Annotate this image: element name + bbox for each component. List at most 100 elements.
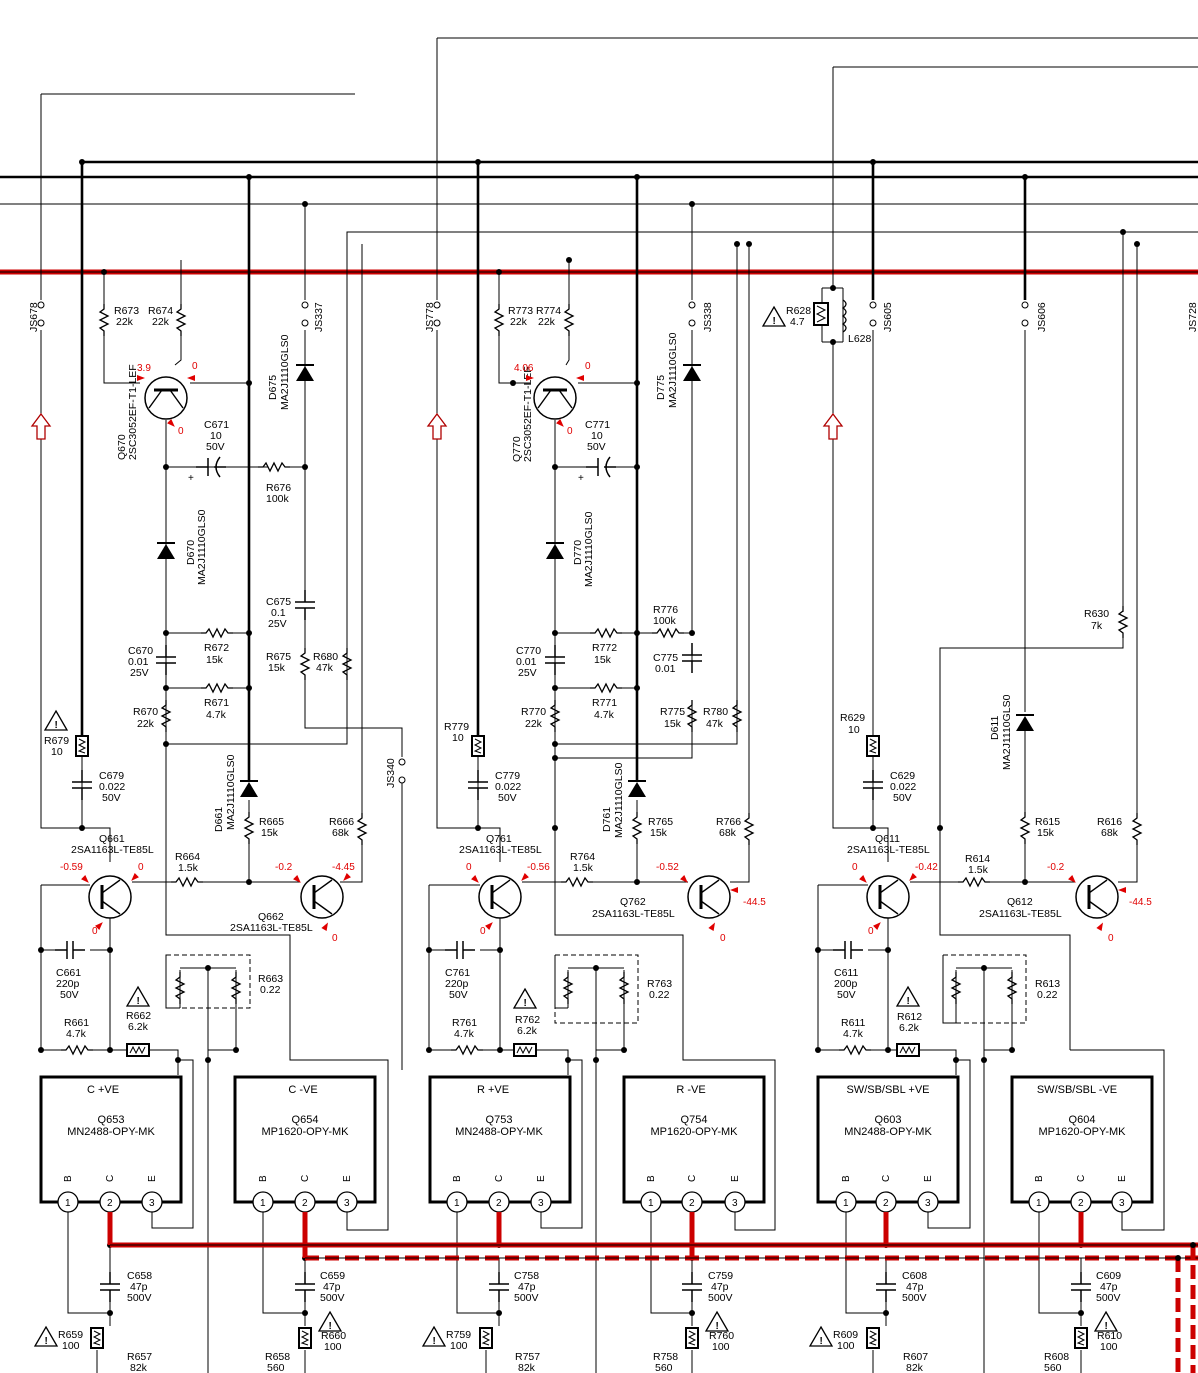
svg-text:R613: R613 (1035, 978, 1060, 990)
svg-text:15k: 15k (650, 827, 668, 839)
svg-text:3: 3 (732, 1198, 738, 1209)
svg-text:0: 0 (1108, 933, 1114, 944)
svg-text:R776: R776 (653, 604, 678, 616)
jumper-js606: JS606 (1021, 301, 1048, 332)
svg-text:47k: 47k (706, 718, 724, 730)
svg-text:50V: 50V (60, 989, 79, 1001)
svg-text:0.22: 0.22 (649, 989, 670, 1001)
svg-text:R629: R629 (840, 712, 865, 724)
svg-text:0.01: 0.01 (516, 656, 537, 668)
svg-text:C: C (105, 1175, 116, 1182)
svg-text:22k: 22k (510, 316, 528, 328)
svg-text:MN2488-OPY-MK: MN2488-OPY-MK (67, 1126, 155, 1138)
svg-text:2: 2 (883, 1198, 889, 1209)
svg-text:Q753: Q753 (486, 1114, 513, 1126)
svg-text:0: 0 (868, 926, 874, 937)
svg-text:22k: 22k (116, 316, 134, 328)
svg-text:C761: C761 (445, 967, 470, 979)
svg-text:R664: R664 (175, 851, 200, 863)
svg-text:100: 100 (837, 1340, 855, 1352)
svg-text:15k: 15k (1037, 827, 1055, 839)
svg-text:10: 10 (591, 430, 603, 442)
svg-text:2: 2 (496, 1198, 502, 1209)
svg-text:2SC3052EF-T1-LEF: 2SC3052EF-T1-LEF (127, 364, 139, 460)
svg-text:2SA1163L-TE85L: 2SA1163L-TE85L (459, 844, 542, 856)
svg-text:R672: R672 (204, 642, 229, 654)
svg-text:R771: R771 (592, 697, 617, 709)
svg-text:200p: 200p (834, 978, 858, 990)
svg-text:MN2488-OPY-MK: MN2488-OPY-MK (844, 1126, 932, 1138)
svg-text:Q603: Q603 (875, 1114, 902, 1126)
transistor-q670: Q670 2SC3052EF-T1-LEF 3.9 0 0 (116, 361, 198, 460)
svg-text:E: E (923, 1175, 934, 1182)
svg-text:C: C (300, 1175, 311, 1182)
svg-text:68k: 68k (1101, 827, 1119, 839)
svg-text:22k: 22k (525, 718, 543, 730)
svg-text:47p: 47p (906, 1281, 924, 1293)
svg-text:2SC3052EF-T1-LEF: 2SC3052EF-T1-LEF (522, 366, 534, 462)
module-q753: R +VE Q753 MN2488-OPY-MK (428, 1075, 572, 1204)
svg-text:50V: 50V (837, 989, 856, 1001)
svg-text:R761: R761 (452, 1017, 477, 1029)
svg-text:2SA1163L-TE85L: 2SA1163L-TE85L (979, 908, 1062, 920)
svg-text:Q670: Q670 (116, 434, 128, 460)
svg-text:100: 100 (712, 1341, 730, 1353)
svg-text:E: E (1117, 1175, 1128, 1182)
svg-text:10: 10 (848, 724, 860, 736)
svg-text:R762: R762 (515, 1014, 540, 1026)
svg-text:4.7k: 4.7k (66, 1028, 87, 1040)
svg-text:B: B (258, 1175, 269, 1182)
svg-text:0: 0 (332, 933, 338, 944)
svg-text:C608: C608 (902, 1270, 927, 1282)
svg-text:10: 10 (51, 746, 63, 758)
svg-text:R609: R609 (833, 1329, 858, 1341)
jumper-js605: JS605 (869, 301, 894, 332)
svg-text:500V: 500V (320, 1292, 345, 1304)
svg-text:Q611: Q611 (875, 833, 900, 845)
svg-text:C770: C770 (516, 645, 541, 657)
svg-text:D775: D775 (655, 375, 667, 400)
svg-text:7k: 7k (1091, 620, 1103, 632)
svg-text:R663: R663 (258, 973, 283, 985)
svg-text:1: 1 (843, 1198, 849, 1209)
svg-text:3: 3 (1119, 1198, 1125, 1209)
svg-text:2: 2 (107, 1198, 113, 1209)
svg-text:C759: C759 (708, 1270, 733, 1282)
svg-text:2SA1163L-TE85L: 2SA1163L-TE85L (592, 908, 675, 920)
svg-text:22k: 22k (137, 718, 155, 730)
svg-text:R773: R773 (508, 305, 533, 317)
svg-text:47k: 47k (316, 662, 334, 674)
svg-text:82k: 82k (130, 1362, 148, 1373)
svg-text:560: 560 (655, 1362, 673, 1373)
svg-text:R676: R676 (266, 482, 291, 494)
svg-text:C758: C758 (514, 1270, 539, 1282)
svg-text:JS678: JS678 (28, 302, 40, 332)
svg-text:1.5k: 1.5k (178, 862, 199, 874)
svg-text:Q653: Q653 (98, 1114, 125, 1126)
svg-text:MA2J1110GLS0: MA2J1110GLS0 (279, 334, 291, 410)
svg-text:R666: R666 (329, 816, 354, 828)
svg-text:R611: R611 (841, 1017, 865, 1029)
svg-text:C671: C671 (204, 419, 229, 431)
svg-text:25V: 25V (268, 618, 287, 630)
svg-text:3.9: 3.9 (137, 363, 151, 374)
